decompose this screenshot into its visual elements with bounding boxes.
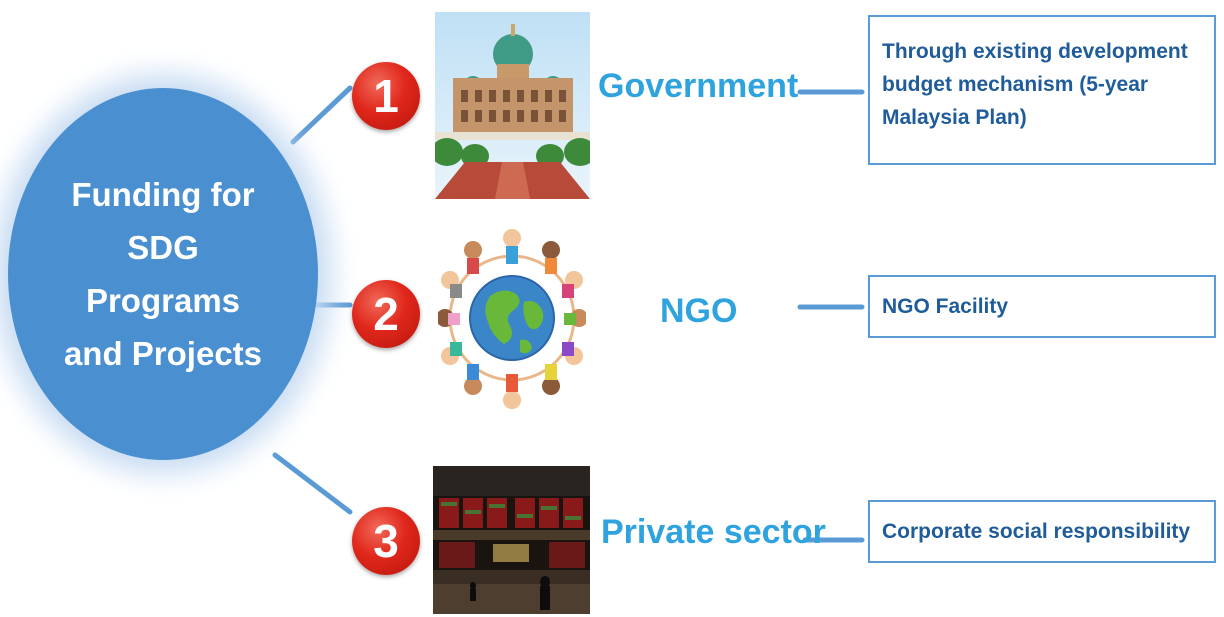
mechanism-box-private-sector: Corporate social responsibility [868, 500, 1216, 563]
people-around-globe-illustration [438, 218, 586, 418]
mechanism-text-private-sector: Corporate social responsibility [882, 520, 1191, 543]
source-label-ngo: NGO [660, 292, 738, 330]
source-label-private-sector: Private sector [601, 513, 826, 551]
source-label-government: Government [598, 67, 799, 105]
mechanism-box-ngo: NGO Facility [868, 275, 1216, 338]
funding-hub-circle [8, 88, 318, 460]
mechanism-text-ngo: NGO Facility [882, 295, 1009, 318]
number-badge-3: 3 [352, 507, 420, 575]
hub-title: Funding for SDG Programs and Projects [63, 176, 263, 372]
mechanism-box-government: Through existing development budget mech… [868, 15, 1216, 165]
mechanism-text-government: Through existing development budget mech… [882, 40, 1188, 129]
number-badge-2: 2 [352, 280, 420, 348]
hub-to-badge-3-connector [272, 452, 353, 515]
number-badge-1: 1 [352, 62, 420, 130]
stock-exchange-hall-photo [433, 466, 590, 614]
hub-to-badge-1-connector [290, 85, 353, 145]
government-building-photo [435, 12, 590, 199]
